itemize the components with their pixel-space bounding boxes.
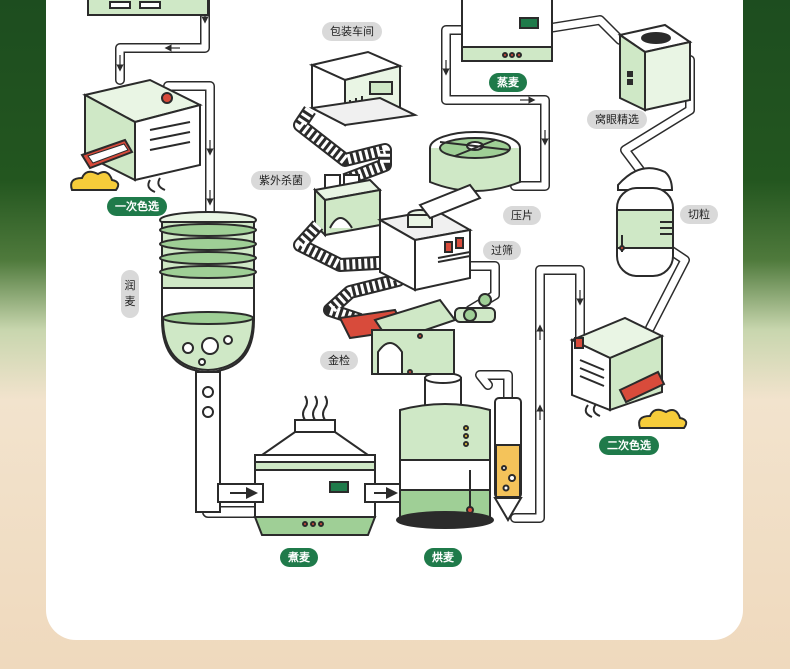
packaging-label: 包装车间 — [322, 22, 382, 41]
second-color-sorting-label: 二次色选 — [599, 436, 659, 455]
sieving-label: 过筛 — [483, 241, 521, 260]
second-color-sorter-machine — [569, 316, 666, 418]
first-color-sorting-label: 一次色选 — [107, 197, 167, 216]
boiling-label: 煮麦 — [280, 548, 318, 567]
cutter-machine — [616, 167, 674, 277]
uv-sterilizer — [312, 174, 383, 238]
baking-label: 烘麦 — [424, 548, 462, 567]
top-building — [87, 0, 209, 16]
eye-sorter — [617, 23, 693, 112]
metal-detection-label: 金检 — [320, 351, 358, 370]
wetting-tank — [159, 211, 257, 513]
steaming-label: 蒸麦 — [489, 73, 527, 92]
metal-detector — [338, 293, 496, 375]
baking-drum — [396, 372, 494, 529]
wetting-label: 润麦 — [121, 270, 139, 318]
baking-column — [493, 397, 523, 522]
packaging-building — [308, 50, 419, 127]
first-sorter-cloud — [70, 170, 120, 191]
first-color-sorter-machine — [80, 78, 203, 193]
flaking-label: 压片 — [503, 206, 541, 225]
sieving-machine — [377, 208, 473, 292]
boiling-machine — [217, 395, 401, 536]
second-sorter-cloud — [638, 408, 688, 429]
flaking-machine — [418, 131, 521, 220]
cutting-label: 切粒 — [680, 205, 718, 224]
uv-sterilization-label: 紫外杀菌 — [251, 171, 311, 190]
conveyor-belt-upper — [293, 106, 392, 187]
steaming-machine — [461, 0, 553, 62]
pipe-arrows — [116, 8, 584, 420]
eye-sorting-label: 窝眼精选 — [587, 110, 647, 129]
